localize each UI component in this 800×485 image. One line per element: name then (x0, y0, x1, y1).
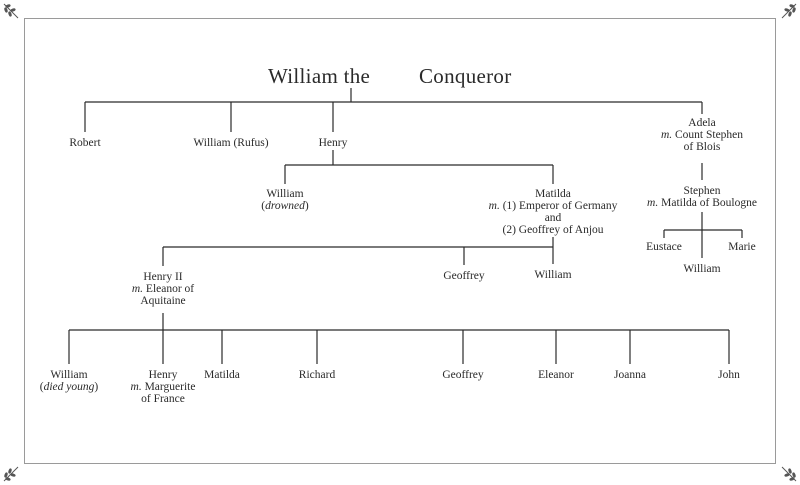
spouse-name: Count Stephen (675, 129, 744, 141)
person-william: William (534, 269, 572, 281)
person-eleanor: Eleanor (538, 369, 574, 381)
marriage-line: m. Eleanor of (113, 283, 213, 295)
marriage-prefix: m. (130, 381, 142, 393)
person-henry: Henry (318, 137, 348, 149)
person-name: Matilda (535, 188, 571, 200)
person-adela: Adela m. Count Stephen of Blois (632, 117, 772, 153)
person-joanna: Joanna (614, 369, 646, 381)
person-name: William (266, 188, 304, 200)
person-richard: Richard (298, 369, 336, 381)
marriage-line: m. Count Stephen (632, 129, 772, 141)
title-name-part: William the (268, 64, 371, 88)
person-william-died-young: William (died young) (34, 369, 104, 393)
spouse-title: of Blois (683, 141, 721, 153)
person-note: (drowned) (261, 200, 309, 212)
person-henry-young-king: Henry m. Marguerite of France (113, 369, 213, 405)
person-name: Henry II (143, 271, 183, 283)
person-john: John (718, 369, 740, 381)
spouse-name: Marguerite (144, 381, 196, 393)
title-epithet-part: Conqueror (419, 64, 512, 88)
person-william-rufus: William (Rufus) (193, 137, 269, 149)
marriage-line: m. (1) Emperor of Germany (468, 200, 638, 212)
person-name: Stephen (683, 185, 721, 197)
spouse-name: Eleanor of (145, 283, 195, 295)
marriage-prefix: m. (488, 200, 500, 212)
person-stephen: Stephen m. Matilda of Boulogne (632, 185, 772, 209)
sprig-ornament-icon (3, 466, 19, 482)
note-text: died young (43, 381, 95, 393)
spouse-title: of France (141, 393, 185, 405)
marriage-prefix: m. (647, 197, 659, 209)
person-geoffrey: Geoffrey (443, 270, 485, 282)
sprig-ornament-icon (3, 3, 19, 19)
spouse-name: (1) Emperor of Germany (502, 200, 618, 212)
note-text: drowned (265, 200, 305, 212)
spouse-name: (2) Geoffrey of Anjou (502, 224, 604, 236)
person-eustace: Eustace (646, 241, 682, 253)
person-name: Henry (148, 369, 178, 381)
person-william-son-of-stephen: William (683, 263, 721, 275)
diagram-frame (24, 18, 776, 464)
marriage-line: m. Matilda of Boulogne (632, 197, 772, 209)
sprig-ornament-icon (781, 466, 797, 482)
marriage-prefix: m. (660, 129, 673, 141)
marriage-conjunction: and (544, 212, 562, 224)
spouse-name: Matilda of Boulogne (661, 197, 757, 209)
person-matilda-daughter: Matilda (204, 369, 240, 381)
person-henry-ii: Henry II m. Eleanor of Aquitaine (113, 271, 213, 307)
person-william-drowned: William (drowned) (245, 188, 325, 212)
person-robert: Robert (69, 137, 101, 149)
spouse-title: Aquitaine (140, 295, 186, 307)
person-matilda: Matilda m. (1) Emperor of Germany and (2… (468, 188, 638, 236)
person-name: William (50, 369, 88, 381)
person-marie: Marie (728, 241, 756, 253)
marriage-prefix: m. (131, 283, 144, 295)
person-name: Adela (688, 117, 716, 129)
person-note: (died young) (39, 381, 99, 393)
sprig-ornament-icon (781, 3, 797, 19)
person-geoffrey-son: Geoffrey (442, 369, 484, 381)
marriage-line: m. Marguerite (113, 381, 213, 393)
